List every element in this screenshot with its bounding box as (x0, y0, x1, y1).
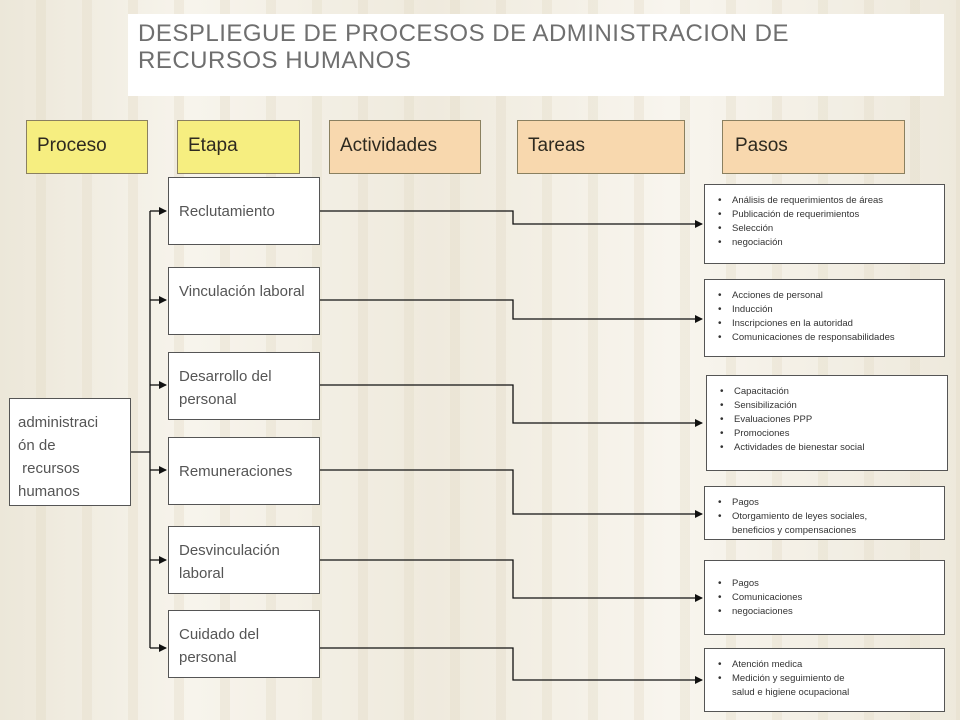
step-item: Actividades de bienestar social (719, 441, 943, 455)
step-item: Inducción (717, 303, 940, 317)
steps-remuneraciones: Pagos Otorgamiento de leyes sociales, be… (704, 486, 945, 540)
steps-reclutamiento: Análisis de requerimientos de áreas Publ… (704, 184, 945, 264)
step-item: Medición y seguimiento de salud e higien… (717, 672, 940, 700)
step-item: negociación (717, 236, 940, 250)
step-item: Pagos (717, 577, 940, 591)
step-item: Capacitación (719, 385, 943, 399)
step-item: Promociones (719, 427, 943, 441)
header-etapa: Etapa (177, 120, 300, 174)
header-actividades: Actividades (329, 120, 481, 174)
step-item: Acciones de personal (717, 289, 940, 303)
stage-reclutamiento: Reclutamiento (168, 177, 320, 245)
stage-desarrollo-personal: Desarrollo del personal (168, 352, 320, 420)
step-item: Otorgamiento de leyes sociales, benefici… (717, 510, 940, 538)
stage-cuidado-personal: Cuidado del personal (168, 610, 320, 678)
step-item: Evaluaciones PPP (719, 413, 943, 427)
stage-desvinculacion-laboral: Desvinculación laboral (168, 526, 320, 594)
step-item: Pagos (717, 496, 940, 510)
steps-desvinculacion-laboral: Pagos Comunicaciones negociaciones (704, 560, 945, 635)
process-to-stage-connectors (131, 207, 167, 652)
steps-desarrollo-personal: Capacitación Sensibilización Evaluacione… (706, 375, 948, 471)
step-item: Inscripciones en la autoridad (717, 317, 940, 331)
stage-label: Vinculación laboral (179, 283, 305, 300)
page-title: DESPLIEGUE DE PROCESOS DE ADMINISTRACION… (128, 14, 944, 96)
stage-to-steps-connectors (320, 210, 703, 684)
stage-label: Desvinculación laboral (179, 542, 280, 582)
stage-label: Remuneraciones (179, 462, 293, 480)
stage-label: Cuidado del personal (179, 626, 260, 666)
step-item: negociaciones (717, 605, 940, 619)
stage-label: Desarrollo del personal (179, 368, 272, 408)
step-item: Publicación de requerimientos (717, 208, 940, 222)
header-tareas: Tareas (517, 120, 685, 174)
step-item: Comunicaciones de responsabilidades (717, 331, 940, 345)
steps-cuidado-personal: Atención medica Medición y seguimiento d… (704, 648, 945, 712)
stage-remuneraciones: Remuneraciones (168, 437, 320, 505)
step-item: Sensibilización (719, 399, 943, 413)
step-item: Selección (717, 222, 940, 236)
step-item: Análisis de requerimientos de áreas (717, 194, 940, 208)
header-proceso: Proceso (26, 120, 148, 174)
stage-label: Reclutamiento (179, 202, 275, 220)
process-box: administraci ón de recursos humanos (9, 398, 131, 506)
step-item: Atención medica (717, 658, 940, 672)
step-item: Comunicaciones (717, 591, 940, 605)
stage-vinculacion-laboral: Vinculación laboral (168, 267, 320, 335)
header-pasos: Pasos (722, 120, 905, 174)
steps-vinculacion-laboral: Acciones de personal Inducción Inscripci… (704, 279, 945, 357)
